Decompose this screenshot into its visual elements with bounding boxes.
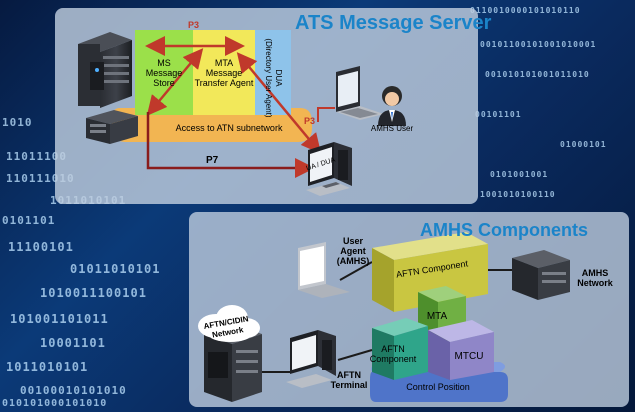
- control-position-label: Control Position: [406, 382, 470, 392]
- mta-label-line3: Transfer Agent: [194, 78, 254, 88]
- aftn-terminal-icon: [286, 330, 336, 388]
- aftn-component-top-shape: [372, 232, 488, 312]
- aftn-terminal-label: AFTN Terminal: [324, 370, 374, 390]
- binary-line: 1011010101: [6, 360, 89, 374]
- binary-line: 0110010000101010110: [470, 6, 581, 15]
- user-agent-label-line3: (AMHS): [336, 256, 370, 266]
- p3-top-label: P3: [188, 20, 200, 30]
- p7-label: P7: [206, 155, 219, 166]
- aftn-component-bottom-label: AFTN Component: [368, 344, 418, 364]
- mta-label-line1: MTA: [214, 58, 234, 68]
- mta-bottom-label: MTA: [426, 311, 448, 322]
- binary-line: 001010101001011010: [485, 70, 590, 79]
- amhs-network-line2: Network: [577, 278, 613, 288]
- ats-panel-title: ATS Message Server: [295, 12, 492, 34]
- p3-arrow-right: [236, 52, 322, 154]
- binary-line: 11011100: [6, 150, 67, 163]
- binary-line: 1001010100110: [480, 190, 556, 199]
- binary-line: 0101101: [2, 214, 56, 227]
- aftn-component-bottom-line1: AFTN: [381, 344, 405, 354]
- ms-label-line2: Message Store: [145, 68, 183, 88]
- server-unit-icon: [86, 110, 138, 144]
- server-rack-icon: [78, 32, 132, 108]
- binary-line: 10001101: [40, 336, 106, 350]
- binary-line: 101001101011: [10, 312, 109, 326]
- binary-line: 010101000101010: [2, 398, 108, 409]
- amhs-user-link: [317, 107, 335, 122]
- binary-line: 00101100101001010001: [480, 40, 597, 49]
- binary-line: 0101001001: [490, 170, 549, 179]
- user-agent-label-line1: User: [342, 236, 363, 246]
- mtcu-label: MTCU: [454, 351, 484, 362]
- user-avatar-icon: [378, 86, 406, 126]
- aftn-component-bottom-line2: Component: [369, 354, 417, 364]
- aftn-terminal-line2: Terminal: [330, 380, 368, 390]
- binary-line: 00101101: [475, 110, 522, 119]
- user-agent-label: User Agent (AMHS): [328, 236, 378, 266]
- mtcu-shape: [428, 320, 494, 380]
- aftn-terminal-line1: AFTN: [337, 370, 361, 380]
- binary-line: 00100010101010: [20, 384, 127, 397]
- binary-line: 11100101: [8, 240, 74, 254]
- binary-line: 01000101: [560, 140, 607, 149]
- binary-line: 1010: [2, 116, 33, 129]
- binary-line: 1010011100101: [40, 286, 147, 300]
- user-agent-laptop-icon: [298, 242, 350, 298]
- amhs-network-server-icon: [512, 250, 570, 300]
- laptop-icon: [336, 66, 384, 120]
- amhs-user-label: AMHS User: [370, 124, 414, 133]
- dua-label: DUA (Directory User Agent): [263, 23, 283, 133]
- dua-label-line1: DUA: [274, 69, 283, 87]
- aftn-component-bottom-shape: [372, 318, 428, 380]
- mta-to-dua-arrow: [146, 48, 204, 116]
- terminal-to-aftn-link: [337, 349, 373, 361]
- amhs-panel-title: AMHS Components: [420, 220, 588, 240]
- amhs-network-line1: AMHS: [581, 268, 609, 278]
- ms-label: MS Message Store: [135, 58, 193, 88]
- workstation-icon: [306, 142, 352, 196]
- ua-to-aftn-link: [339, 261, 373, 281]
- amhs-network-label: AMHS Network: [568, 268, 622, 288]
- mta-label: MTA Message Transfer Agent: [193, 58, 255, 88]
- cloud-icon: [198, 305, 260, 342]
- binary-line: 01011010101: [70, 262, 161, 276]
- p7-arrow: [146, 112, 315, 178]
- access-label: Access to ATN subnetwork: [175, 123, 283, 133]
- user-agent-label-line2: Agent: [340, 246, 366, 256]
- mta-label-line2: Message: [205, 68, 243, 78]
- ms-label-line1: MS: [157, 58, 171, 68]
- dua-label-line2: (Directory User Agent): [264, 38, 273, 118]
- p3-right-label: P3: [304, 116, 316, 126]
